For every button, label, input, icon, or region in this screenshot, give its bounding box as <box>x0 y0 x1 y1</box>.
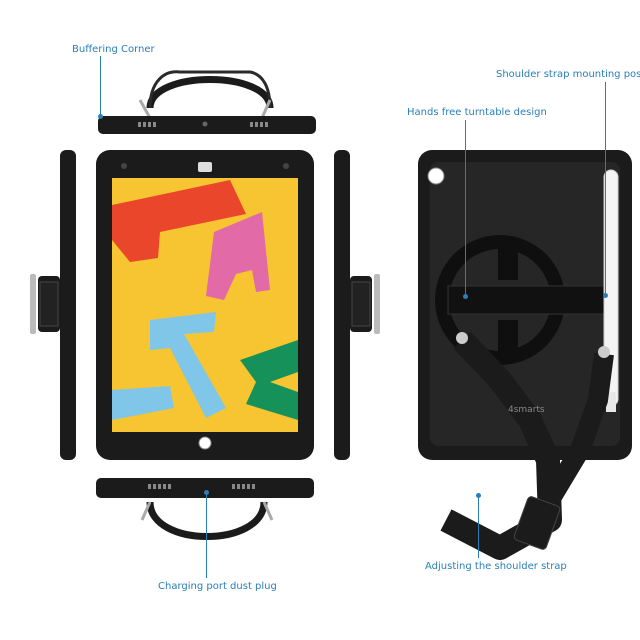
hands-free-label: Hands free turntable design <box>407 107 547 118</box>
charging-port-dot <box>204 490 209 495</box>
adjusting-strap-label: Adjusting the shoulder strap <box>425 561 567 572</box>
charging-port-label: Charging port dust plug <box>158 581 277 592</box>
shoulder-strap-mount-dot <box>603 293 608 298</box>
bottom-edge-view <box>96 478 314 540</box>
buffering-corner-label: Buffering Corner <box>72 44 155 55</box>
top-edge-view <box>98 70 316 134</box>
hands-free-dot <box>463 294 468 299</box>
right-side-view <box>334 150 380 460</box>
left-side-view <box>30 150 76 460</box>
charging-port-leader <box>206 492 207 578</box>
adjusting-strap-dot <box>476 493 481 498</box>
shoulder-strap-mount-leader <box>605 82 606 295</box>
hands-free-leader <box>465 120 466 296</box>
back-view: 4smarts <box>418 150 632 560</box>
adjusting-strap-leader <box>478 496 479 558</box>
wallpaper <box>112 180 298 420</box>
buffering-corner-dot <box>98 114 103 119</box>
front-view <box>96 150 314 460</box>
brand-logo: 4smarts <box>508 405 545 415</box>
shoulder-strap-mount-label: Shoulder strap mounting position <box>496 69 640 80</box>
buffering-corner-leader <box>100 56 101 118</box>
